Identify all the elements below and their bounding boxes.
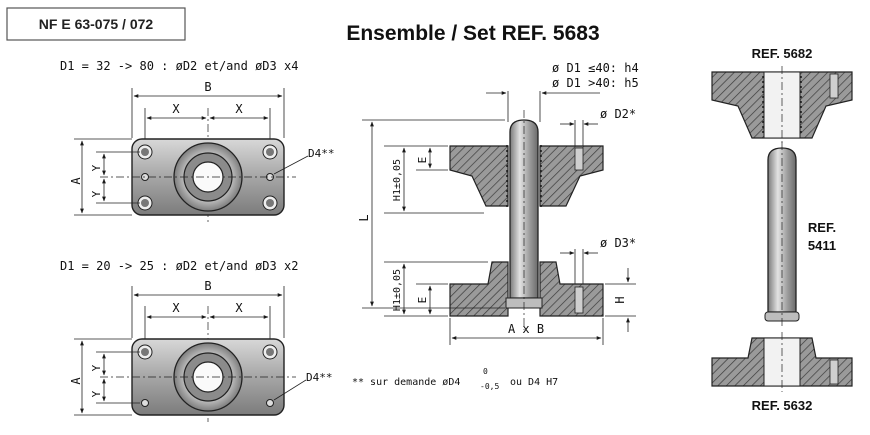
ref-5411-label-line-2: 5411 bbox=[808, 238, 836, 253]
dim-axb-label: A x B bbox=[508, 322, 544, 336]
dim-x2-label: X bbox=[235, 102, 243, 116]
dim-x2-label: X bbox=[235, 301, 243, 315]
e-top-label: E bbox=[416, 157, 429, 164]
e-bottom-label: E bbox=[416, 297, 429, 304]
exploded-parts: REF. 5682 REF. 5411 REF. 5632 bbox=[711, 46, 853, 413]
top-view-2-holes: D1 = 20 -> 25 : øD2 et/and øD3 x2 B X X … bbox=[60, 259, 333, 422]
top-view-4-holes: D1 = 32 -> 80 : øD2 et/and øD3 x4 B X X … bbox=[60, 59, 335, 222]
footnote-upper-tolerance: 0 bbox=[483, 367, 488, 376]
dim-b-label: B bbox=[204, 279, 211, 293]
h1-bottom-label: H1±0,05 bbox=[392, 269, 403, 311]
dim-y2-label: Y bbox=[90, 390, 103, 397]
d3-label: ø D3* bbox=[600, 236, 636, 250]
footnote-tail: ou D4 H7 bbox=[510, 377, 558, 388]
dim-x1-label: X bbox=[172, 301, 180, 315]
ref-5632-label: REF. 5632 bbox=[752, 398, 813, 413]
dim-h-label: H bbox=[613, 296, 627, 303]
standard-badge: NF E 63-075 / 072 bbox=[6, 7, 186, 41]
top-view-b-caption: D1 = 20 -> 25 : øD2 et/and øD3 x2 bbox=[60, 259, 298, 273]
dim-x1-label: X bbox=[172, 102, 180, 116]
ref-5682-label: REF. 5682 bbox=[752, 46, 813, 61]
footnote: ** sur demande øD4 0 -0,5 ou D4 H7 bbox=[352, 367, 558, 391]
dim-y2-label: Y bbox=[90, 190, 103, 197]
d1-tolerance-line-2: ø D1 >40: h5 bbox=[552, 76, 639, 90]
ref-5411-label-line-1: REF. bbox=[808, 220, 836, 235]
standard-ref: NF E 63-075 / 072 bbox=[39, 16, 154, 32]
dim-l-label: L bbox=[357, 214, 371, 221]
callout-d4: D4** bbox=[308, 147, 335, 160]
h1-top-label: H1±0,05 bbox=[392, 159, 403, 201]
dim-a-label: A bbox=[69, 377, 83, 385]
page-title: Ensemble / Set REF. 5683 bbox=[346, 22, 599, 45]
dim-b-label: B bbox=[204, 80, 211, 94]
top-view-a-caption: D1 = 32 -> 80 : øD2 et/and øD3 x4 bbox=[60, 59, 298, 73]
dim-y1-label: Y bbox=[90, 164, 103, 171]
footnote-lower-tolerance: -0,5 bbox=[480, 382, 499, 391]
section-view: ø D1 ≤40: h4 ø D1 >40: h5 ø D2* ø D3* bbox=[357, 61, 639, 345]
dim-a-label: A bbox=[69, 177, 83, 185]
dim-y1-label: Y bbox=[90, 364, 103, 371]
d1-tolerance-line-1: ø D1 ≤40: h4 bbox=[552, 61, 639, 75]
footnote-text: ** sur demande øD4 bbox=[352, 377, 460, 388]
callout-d4: D4** bbox=[306, 371, 333, 384]
d2-label: ø D2* bbox=[600, 107, 636, 121]
